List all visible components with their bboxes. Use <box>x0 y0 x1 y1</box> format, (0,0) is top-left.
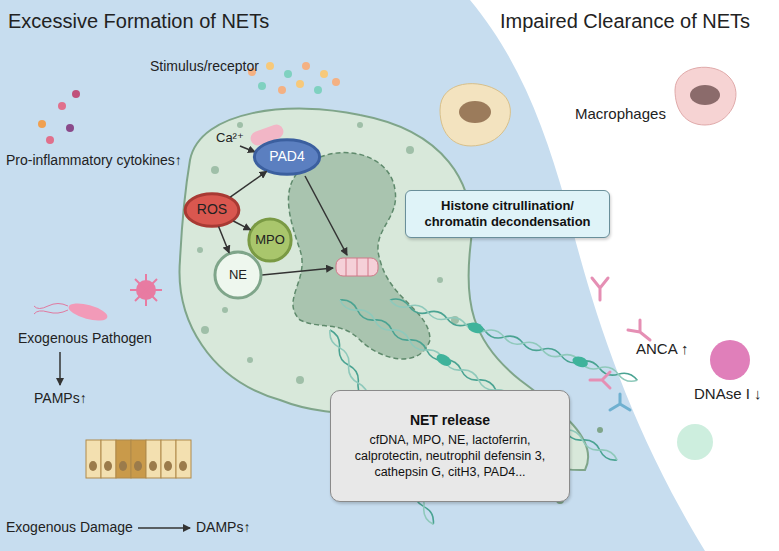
pathogens <box>34 274 162 324</box>
node-title: ROS <box>197 201 227 219</box>
node-title: PAD4 <box>269 148 305 166</box>
pathway-arrow <box>219 227 230 253</box>
nucleus <box>288 153 430 359</box>
damage-label: Exogenous Damage <box>6 519 133 535</box>
ion-label: Ca²⁺ <box>216 130 244 145</box>
cytokine-dots <box>38 90 80 144</box>
dnase-label: DNAse I ↓ <box>694 385 762 402</box>
node-title: NE <box>229 267 247 283</box>
damps-label: DAMPs↑ <box>196 519 250 535</box>
net-strands <box>326 295 639 526</box>
pathogen-label: Exogenous Pathogen <box>18 330 152 346</box>
pathway-arrow <box>233 221 250 230</box>
release-box: NET release cfDNA, MPO, NE, lactoferrin, … <box>330 390 570 502</box>
stimulus-label: Stimulus/receptor <box>150 58 259 74</box>
section-heading: Excessive Formation of NETs <box>8 10 269 33</box>
enzyme-circle: NE <box>214 251 262 299</box>
background-band <box>0 0 705 551</box>
process-box: Histone citrullination/ chromatin decond… <box>405 190 610 238</box>
section-heading: Impaired Clearance of NETs <box>500 10 750 33</box>
stimulus-dots <box>248 62 340 94</box>
node-title: NET release <box>410 412 490 430</box>
macrophages <box>440 67 736 146</box>
ros-ellipse: ROS <box>184 193 240 227</box>
enzyme-ellipse: PAD4 <box>253 139 321 175</box>
pamps-label: PAMPs↑ <box>34 390 87 406</box>
histone-bundle <box>336 258 378 276</box>
epithelium <box>86 440 191 478</box>
node-title: Histone citrullination/ chromatin decond… <box>416 198 599 231</box>
pathway-arrow <box>230 171 266 197</box>
enzyme-circle: MPO <box>248 218 292 262</box>
node-body: cfDNA, MPO, NE, lactoferrin, calprotecti… <box>341 433 559 480</box>
cytokine-label: Pro-inflammatory cytokines↑ <box>6 152 182 168</box>
granules <box>197 122 603 504</box>
macrophage-label: Macrophages <box>575 105 666 122</box>
node-title: MPO <box>255 232 285 248</box>
anca-label: ANCA ↑ <box>636 340 689 357</box>
